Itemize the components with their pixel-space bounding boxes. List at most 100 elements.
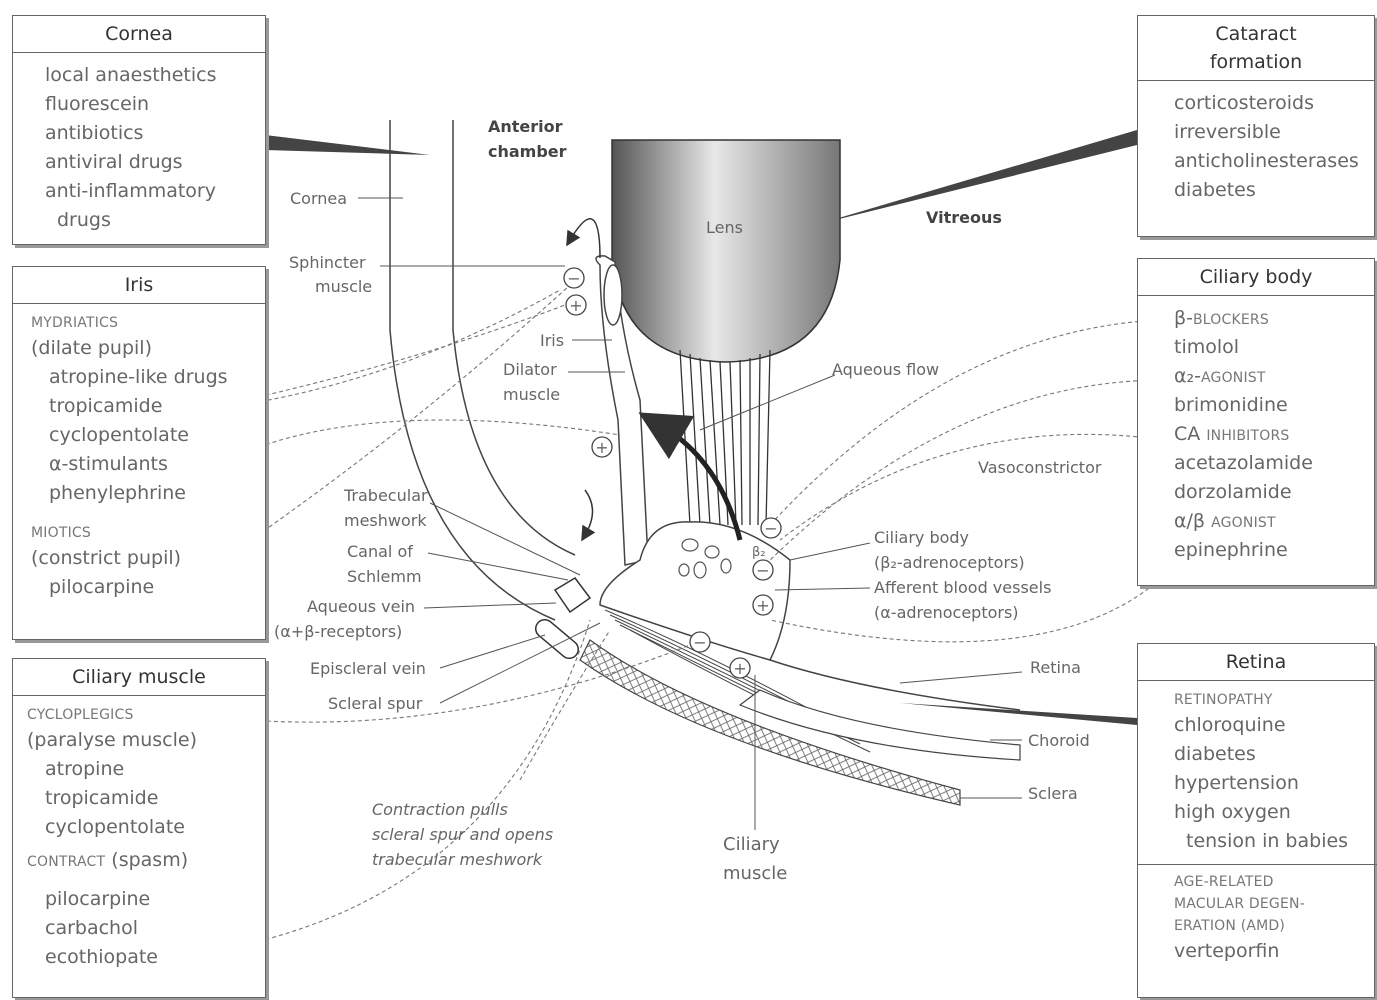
alpha-beta-agonist-heading: α/β AGONIST [1174,507,1374,536]
ciliary-muscle-drug-box: Ciliary muscle CYCLOPLEGICS (paralyse mu… [12,658,266,998]
alpha-beta-symbol: α/β [1174,510,1211,532]
episcleral-vein-shape [532,616,582,662]
retinopathy-heading: RETINOPATHY [1174,689,1374,711]
list-item: hypertension [1174,769,1374,798]
list-item: epinephrine [1174,536,1374,565]
iris-label: Iris [540,331,564,350]
ciliary-muscle-box-body: CYCLOPLEGICS (paralyse muscle) atropine … [13,696,265,980]
canal-of-schlemm-shape [555,578,590,612]
canal-label-1: Canal of [347,542,413,561]
mydriatics-heading: MYDRIATICS [31,312,253,334]
marker-plus-2: + [595,438,608,457]
list-item: carbachol [27,914,253,943]
list-item: cyclopentolate [27,813,253,842]
list-item: α-stimulants [31,450,253,479]
list-item: verteporfin [1174,937,1374,966]
list-item: timolol [1174,333,1374,362]
marker-minus-2: − [764,519,777,538]
iris-box-body: MYDRIATICS (dilate pupil) atropine-like … [13,304,265,610]
list-item: drugs [45,206,253,235]
amd-heading-1: AGE-RELATED [1174,871,1374,893]
ciliary-muscle-box-title: Ciliary muscle [13,659,265,696]
list-item: chloroquine [1174,711,1374,740]
vasoconstrictor-label: Vasoconstrictor [978,458,1102,477]
ca-inhibitors-heading: CA INHIBITORS [1174,420,1374,449]
cataract-drug-box: Cataract formation corticosteroids irrev… [1137,15,1375,237]
sclera-label: Sclera [1028,784,1078,803]
retina-drug-box: Retina RETINOPATHY chloroquine diabetes … [1137,643,1375,998]
iris-drug-box: Iris MYDRIATICS (dilate pupil) atropine-… [12,266,266,640]
trabecular-label-1: Trabecular [343,486,428,505]
constrict-pupil-text: (constrict pupil) [31,544,253,573]
cornea-leader [265,135,430,155]
list-item: local anaesthetics [45,61,253,90]
alpha2-symbol: α₂- [1174,365,1201,387]
cataract-box-title: Cataract formation [1138,16,1374,81]
contraction-label-3: trabecular meshwork [372,850,543,869]
cataract-title-line-2: formation [1142,48,1370,76]
contract-caps: CONTRACT [27,854,105,870]
ca-caps: INHIBITORS [1206,428,1289,444]
list-item: anticholinesterases [1174,147,1374,176]
pupil-arrow [570,219,600,258]
spasm-text: (spasm) [111,849,188,871]
marker-minus-3: − [756,561,769,580]
marker-minus-1: − [567,269,580,288]
marker-plus-4: + [733,659,746,678]
retina-box-body: RETINOPATHY chloroquine diabetes hyperte… [1138,681,1374,974]
lens-shape [612,140,840,362]
cornea-box-body: local anaesthetics fluorescein antibioti… [13,53,265,243]
list-item: atropine-like drugs [31,363,253,392]
ciliary-body-drug-box: Ciliary body β-BLOCKERS timolol α₂-AGONI… [1137,258,1375,586]
afferent-label-1: Afferent blood vessels [874,578,1051,597]
list-item: atropine [27,755,253,784]
list-item: acetazolamide [1174,449,1374,478]
ciliary-body-label-1: Ciliary body [874,528,969,547]
afferent-label-2: (α-adrenoceptors) [874,603,1019,622]
alpha-beta-caps: AGONIST [1211,515,1276,531]
contraction-label-1: Contraction pulls [372,800,508,819]
paralyse-muscle-text: (paralyse muscle) [27,726,253,755]
sphincter-label-1: Sphincter [289,253,366,272]
sclera-layer [580,640,960,805]
list-item: diabetes [1174,740,1374,769]
list-item: antibiotics [45,119,253,148]
list-item: tension in babies [1174,827,1374,856]
cataract-title-line-1: Cataract [1142,20,1370,48]
amd-heading-2: MACULAR DEGEN- [1174,893,1374,915]
retina-leader [900,703,1137,725]
cycloplegics-heading: CYCLOPLEGICS [27,704,253,726]
amd-heading-3: ERATION (AMD) [1174,915,1374,937]
retina-divider [1138,864,1377,865]
list-item: brimonidine [1174,391,1374,420]
list-item: ecothiopate [27,943,253,972]
aqueous-flow-label: Aqueous flow [832,360,939,379]
ca-symbol: CA [1174,423,1206,445]
list-item: anti-inflammatory [45,177,253,206]
canal-label-2: Schlemm [347,567,422,586]
episcleral-vein-label: Episcleral vein [310,659,426,678]
marker-minus-4: − [693,633,706,652]
marker-plus-1: + [569,296,582,315]
list-item: fluorescein [45,90,253,119]
beta-caps: BLOCKERS [1193,312,1269,328]
list-item: phenylephrine [31,479,253,508]
beta-symbol: β- [1174,307,1193,329]
aqueous-vein-label-2: (α+β-receptors) [274,622,402,641]
ciliary-body-label-2: (β₂-adrenoceptors) [874,553,1025,572]
list-item: corticosteroids [1174,89,1374,118]
retina-layer [770,660,1020,710]
dilator-label-2: muscle [503,385,560,404]
list-item: diabetes [1174,176,1374,205]
dilator-label-1: Dilator [503,360,557,379]
sphincter-label-2: muscle [315,277,372,296]
ciliary-muscle-label-2: muscle [723,863,787,884]
choroid-label: Choroid [1028,731,1090,750]
dilate-pupil-text: (dilate pupil) [31,334,253,363]
cornea-label: Cornea [290,189,347,208]
retina-pointer [900,672,1022,683]
list-item: pilocarpine [27,885,253,914]
list-item: dorzolamide [1174,478,1374,507]
alpha2-agonist-heading: α₂-AGONIST [1174,362,1374,391]
vitreous-label: Vitreous [926,208,1002,227]
